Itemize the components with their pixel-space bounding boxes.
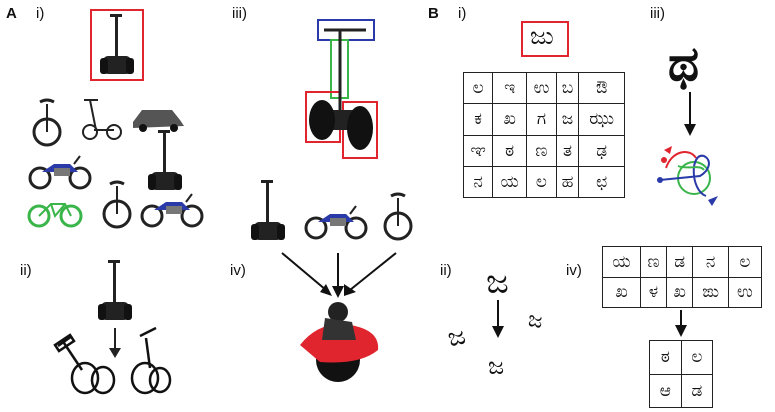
grid-cell: ಕ (462, 103, 494, 136)
grid-cell: ಞ (462, 134, 494, 167)
grid-cell: ಬ (555, 71, 580, 105)
target-character: ಜು (530, 22, 554, 50)
grid-cell: ಝು (578, 103, 625, 136)
grid-cell: ಢ (578, 134, 625, 167)
grid-cell: ಳ (640, 276, 667, 308)
grid-cell: ಖ (601, 276, 642, 308)
grid-cell: ಲ (462, 71, 494, 105)
grid-cell: ಣ (526, 134, 557, 167)
grid-cell: ಉ (526, 71, 557, 105)
grid-cell: ಹ (555, 165, 580, 199)
grid-cell: ಣ (640, 246, 667, 278)
segway-parts-right-icon (130, 326, 172, 395)
car-icon (133, 110, 184, 132)
grid-cell: ತ (555, 134, 580, 167)
panel-a-i-label: i) (36, 5, 45, 22)
grid-cell: ಠ (649, 340, 682, 375)
grid-cell: ಖ (665, 276, 694, 308)
parse-character: ಥ (668, 36, 700, 92)
stroke-parse-icon (657, 146, 718, 206)
grid-cell: ಲ (680, 340, 714, 375)
grid-cell: ನ (692, 246, 729, 278)
grid-cell: ಜ (555, 103, 580, 136)
panel-a-iii-label: iii) (232, 5, 247, 22)
grid-cell: ಉ (727, 276, 763, 308)
panel-b-ii-label: ii) (440, 262, 452, 279)
scooter-icon (82, 99, 122, 140)
ii-main-character: ಜ (486, 262, 509, 302)
grid-cell: ಲ (727, 246, 763, 278)
grid-cell: ಇ (492, 71, 528, 105)
panel-b-label: B (428, 5, 439, 22)
grid-cell: ಲ (526, 165, 557, 199)
grid-cell: ಆ (649, 373, 682, 408)
grid-cell: ಙು (692, 276, 729, 308)
panel-a-iv-label: iv) (230, 262, 246, 279)
panel-a-ii-label: ii) (20, 262, 32, 279)
panel-a-label: A (6, 5, 17, 22)
grid-cell: ಛ (578, 165, 625, 199)
segway-parts-left-icon (53, 333, 116, 395)
panel-b-iii-label: iii) (650, 5, 665, 22)
grid-cell: ಖ (492, 103, 528, 136)
grid-cell: ನ (462, 165, 494, 199)
grid-cell: ಠ (492, 134, 528, 167)
grid-cell: ಯ (601, 246, 642, 278)
grid-cell: ಔ (578, 71, 625, 105)
grid-cell: ಡ (680, 373, 714, 408)
grid-cell: ಯ (492, 165, 528, 199)
grid-cell: ಡ (665, 246, 694, 278)
ii-variant-3: ಜ (488, 352, 505, 380)
grid-cell: ಗ (526, 103, 557, 136)
panel-b-iv-label: iv) (566, 262, 582, 279)
panel-b-i-label: i) (458, 5, 467, 22)
novel-vehicle-icon (300, 302, 379, 382)
